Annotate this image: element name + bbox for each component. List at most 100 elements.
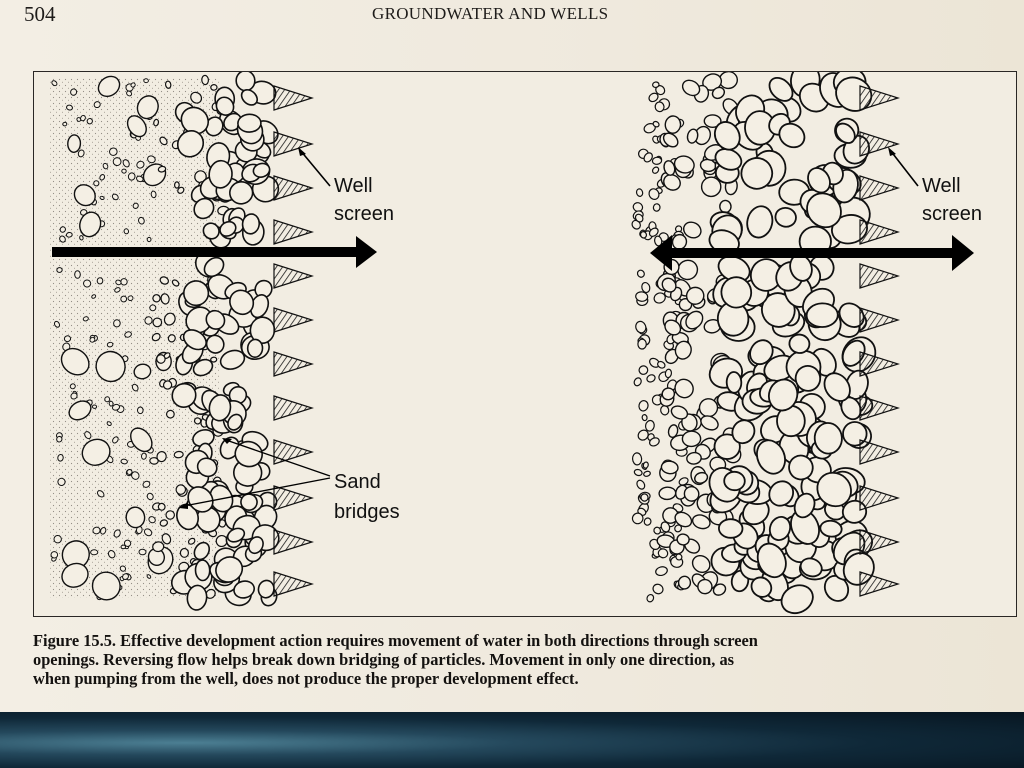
flow-arrow-inward — [52, 236, 377, 268]
grain — [241, 213, 261, 235]
well-screen-label-line-2: screen — [334, 203, 394, 225]
grain — [202, 222, 220, 240]
grain — [107, 550, 116, 559]
grain — [182, 329, 207, 351]
grain — [201, 74, 210, 86]
grain — [681, 430, 702, 448]
grain — [813, 422, 843, 455]
grain — [639, 231, 648, 239]
grain — [89, 336, 96, 343]
grain — [152, 317, 163, 328]
grain — [113, 529, 121, 538]
grain — [131, 471, 140, 480]
grain — [146, 574, 152, 579]
screen-slot — [273, 131, 314, 157]
grain — [111, 193, 119, 201]
grain — [136, 175, 144, 183]
grain — [664, 115, 682, 134]
grain — [712, 583, 727, 596]
grain — [173, 181, 180, 189]
grain — [146, 492, 154, 501]
grain — [664, 319, 682, 336]
grain — [774, 206, 797, 228]
grain — [125, 506, 146, 529]
grain — [648, 92, 659, 103]
grain — [686, 451, 702, 465]
grain — [226, 527, 246, 543]
screen-slot — [859, 263, 900, 289]
screen-slot — [273, 395, 314, 421]
grain — [714, 148, 743, 171]
grain — [682, 221, 702, 239]
screen-slot — [859, 175, 900, 201]
grain — [186, 584, 208, 611]
grain — [720, 276, 753, 309]
screen-slot — [273, 439, 314, 465]
screen-slot — [859, 219, 900, 245]
grain — [634, 213, 644, 223]
grain — [674, 340, 692, 360]
grain — [68, 400, 92, 421]
slide-background — [0, 712, 1024, 768]
grain — [227, 413, 243, 431]
grain — [215, 556, 244, 583]
sand-bridges-label-line-1: Sand — [334, 471, 381, 493]
grain — [82, 316, 89, 322]
grain — [113, 319, 121, 328]
grain — [160, 293, 170, 305]
grain — [56, 435, 63, 443]
grain — [95, 350, 126, 383]
right-panel: Well screen — [631, 72, 982, 615]
grain — [233, 580, 255, 599]
grain — [700, 176, 722, 198]
grain — [794, 365, 822, 392]
grain — [768, 516, 792, 541]
grain — [126, 115, 147, 138]
grain — [235, 72, 256, 92]
grain — [662, 132, 679, 148]
well-screen-label-line-1: Well — [334, 175, 373, 197]
grain — [126, 469, 133, 475]
grain — [723, 470, 746, 492]
grain — [109, 147, 118, 156]
grain — [122, 573, 129, 580]
grain — [183, 280, 210, 307]
grain — [165, 409, 175, 419]
screen-slot — [273, 529, 314, 555]
grain — [59, 226, 66, 233]
grain — [93, 180, 100, 187]
grain — [165, 510, 176, 520]
grain — [142, 480, 151, 488]
grain — [79, 235, 84, 241]
grain — [121, 168, 127, 174]
grain — [143, 78, 149, 84]
grain — [91, 571, 121, 601]
grain — [83, 279, 92, 288]
grain — [143, 528, 153, 537]
grain — [177, 186, 185, 194]
grain — [92, 526, 101, 535]
grain — [718, 518, 744, 539]
grain — [63, 335, 72, 343]
grain — [219, 349, 246, 370]
screen-slot — [859, 85, 900, 111]
grain — [681, 79, 701, 97]
grain — [176, 130, 205, 158]
grain — [149, 304, 157, 312]
grain — [638, 365, 649, 375]
grain — [806, 192, 842, 229]
grain — [208, 159, 233, 189]
grain — [229, 289, 255, 316]
grain — [187, 537, 196, 545]
grain — [713, 121, 741, 151]
grain — [685, 310, 704, 330]
grain — [70, 392, 78, 400]
grain — [144, 316, 153, 325]
grain — [153, 118, 160, 127]
grain — [194, 559, 211, 582]
grain — [77, 149, 85, 158]
grain — [685, 286, 705, 305]
left-panel: Well screen Sand bridges — [50, 72, 400, 611]
grain — [664, 368, 673, 379]
grain — [652, 81, 660, 89]
